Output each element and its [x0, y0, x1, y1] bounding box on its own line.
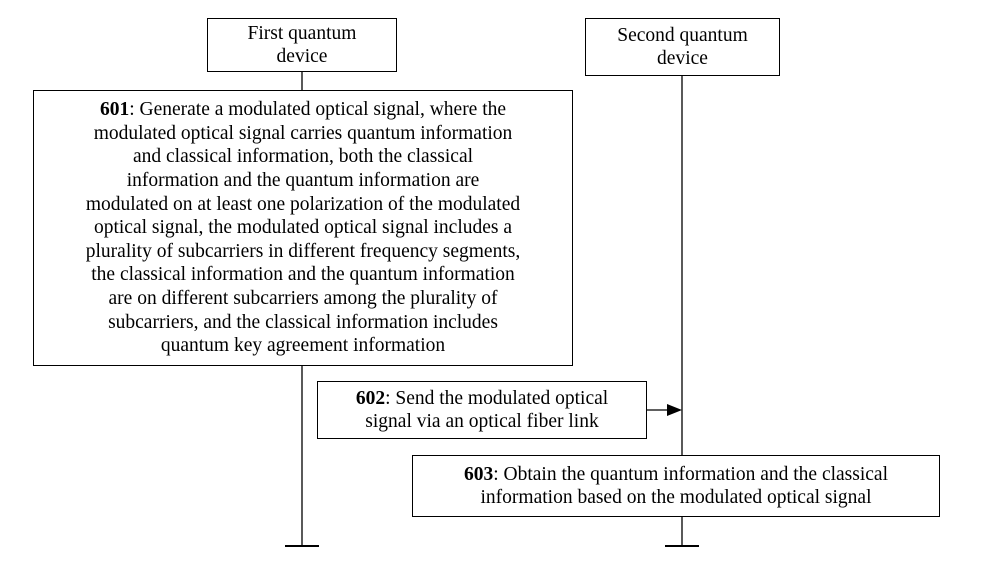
step-602-line-2: signal via an optical fiber link — [365, 410, 598, 433]
step-601-number: 601 — [100, 99, 129, 120]
step-601-line-5: modulated on at least one polarization o… — [86, 193, 520, 217]
first-device-label-line2: device — [277, 45, 328, 68]
step-603-box: 603: Obtain the quantum information and … — [412, 455, 940, 517]
step-602-text-1: : Send the modulated optical — [385, 388, 608, 409]
step-603-line-2: information based on the modulated optic… — [481, 486, 872, 509]
step-601-line-1: 601: Generate a modulated optical signal… — [100, 98, 506, 122]
step-603-text-1: : Obtain the quantum information and the… — [493, 464, 888, 485]
step-602-line-1: 602: Send the modulated optical — [356, 387, 608, 410]
step-601-line-4: information and the quantum information … — [127, 169, 480, 193]
step-603-line-1: 603: Obtain the quantum information and … — [464, 463, 888, 486]
step-601-line-10: subcarriers, and the classical informati… — [108, 311, 498, 335]
first-quantum-device-box: First quantum device — [207, 18, 397, 72]
second-quantum-device-box: Second quantum device — [585, 18, 780, 76]
step-601-text-1: : Generate a modulated optical signal, w… — [129, 99, 506, 120]
step-601-line-6: optical signal, the modulated optical si… — [94, 216, 512, 240]
send-arrowhead — [667, 404, 682, 416]
second-device-label-line1: Second quantum — [617, 24, 748, 47]
step-601-line-9: are on different subcarriers among the p… — [109, 287, 498, 311]
step-603-number: 603 — [464, 464, 493, 485]
step-601-line-8: the classical information and the quantu… — [91, 263, 514, 287]
step-602-box: 602: Send the modulated optical signal v… — [317, 381, 647, 439]
step-601-line-7: plurality of subcarriers in different fr… — [86, 240, 520, 264]
step-601-box: 601: Generate a modulated optical signal… — [33, 90, 573, 366]
step-601-line-3: and classical information, both the clas… — [133, 145, 473, 169]
first-device-label-line1: First quantum — [248, 22, 357, 45]
step-601-line-11: quantum key agreement information — [161, 334, 445, 358]
step-601-line-2: modulated optical signal carries quantum… — [94, 122, 513, 146]
step-602-number: 602 — [356, 388, 385, 409]
second-device-label-line2: device — [657, 47, 708, 70]
